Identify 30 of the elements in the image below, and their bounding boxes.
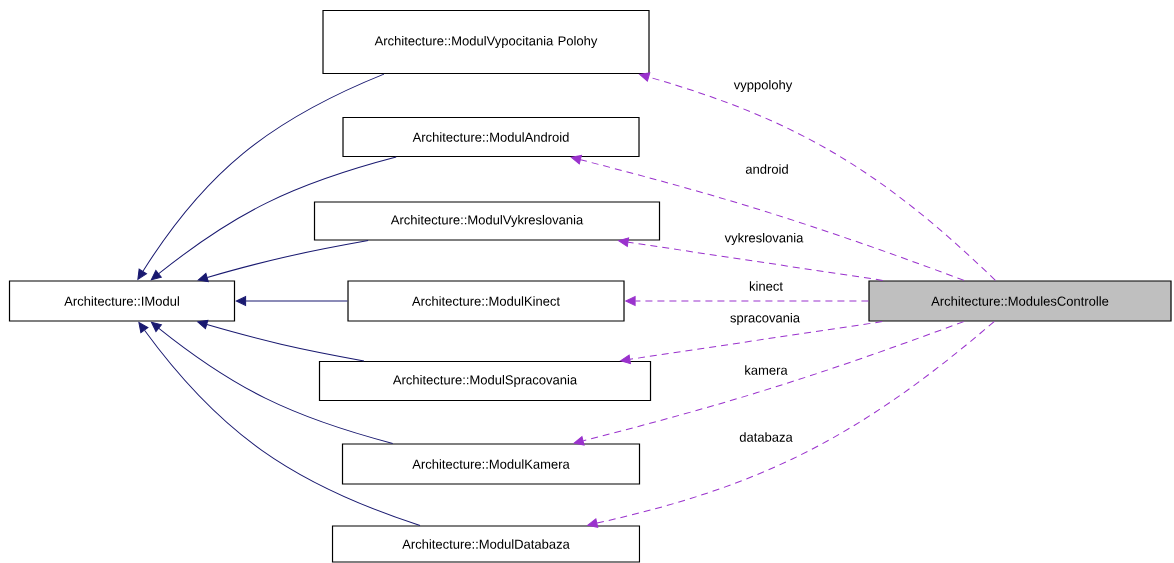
edge-label: kinect — [748, 280, 784, 292]
edge-label: kamera — [743, 364, 789, 376]
arrow — [197, 240, 369, 283]
class-box: Architecture::ModulVypocitania Polohy — [322, 9, 650, 75]
class-box: Architecture::ModulAndroid — [342, 116, 640, 158]
arrow — [137, 73, 385, 280]
edge-label: vyppolohy — [732, 78, 794, 94]
arrow — [150, 321, 394, 444]
arrow — [573, 321, 965, 446]
edge-label: vykreslovania — [723, 231, 805, 247]
class-box: Architecture::ModulDatabaza — [331, 525, 641, 563]
class-box: Architecture::IModul — [8, 280, 236, 322]
arrow — [570, 155, 965, 281]
arrow — [587, 321, 995, 528]
class-box: Architecture::ModulKamera — [341, 443, 641, 485]
edge-label: databaza — [738, 431, 794, 443]
class-box: Architecture::ModulSpracovania — [318, 360, 652, 402]
edge-label: android — [744, 163, 790, 175]
arrow — [138, 322, 421, 526]
arrow — [639, 72, 996, 281]
class-box: Architecture::ModulKinect — [347, 280, 625, 322]
arrow — [150, 156, 397, 281]
arrow — [197, 319, 365, 362]
class-box: Architecture::ModulVykreslovania — [313, 201, 661, 241]
arrow — [618, 237, 884, 281]
arrow — [235, 296, 348, 306]
edge-label: spracovania — [728, 311, 802, 327]
arrow — [625, 296, 869, 306]
class-box: Architecture::ModulesControlle — [868, 280, 1172, 322]
arrow — [620, 321, 883, 365]
